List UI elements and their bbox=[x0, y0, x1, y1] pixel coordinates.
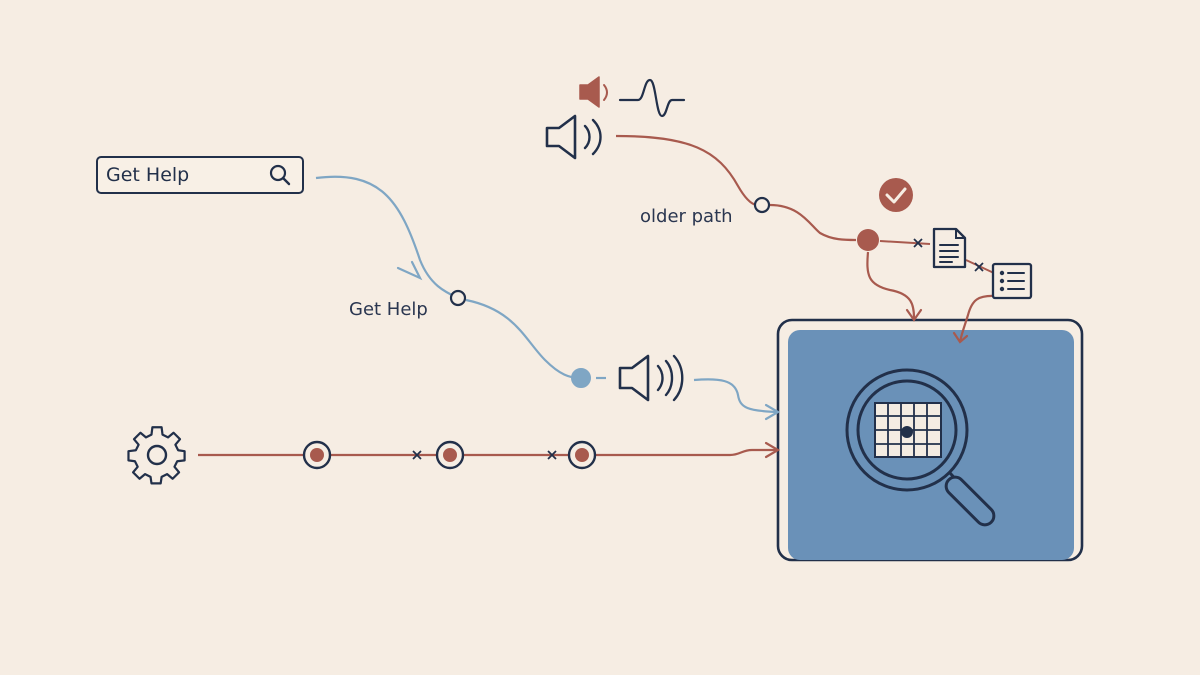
gear-path-node bbox=[567, 440, 597, 470]
older-path-label: older path bbox=[640, 206, 733, 227]
search-icon[interactable] bbox=[268, 163, 292, 187]
gear-icon[interactable] bbox=[127, 426, 186, 485]
help-path-label: Get Help bbox=[349, 299, 428, 320]
list-icon[interactable] bbox=[991, 262, 1033, 300]
red-older-path bbox=[615, 134, 997, 344]
document-icon[interactable] bbox=[932, 227, 967, 269]
path-node-open bbox=[449, 289, 467, 307]
muted-speaker-icon bbox=[579, 76, 608, 108]
check-icon bbox=[879, 178, 913, 212]
gear-path-node bbox=[302, 440, 332, 470]
older-path-node-red bbox=[857, 229, 879, 251]
blue-help-path bbox=[315, 175, 781, 421]
gear-path-node bbox=[435, 440, 465, 470]
older-path-node-open bbox=[753, 196, 771, 214]
path-node-blue bbox=[571, 368, 591, 388]
magnifier-grid-icon bbox=[845, 368, 996, 527]
speaker-icon[interactable] bbox=[545, 114, 602, 160]
red-gear-path bbox=[198, 441, 781, 460]
search-input[interactable]: Get Help bbox=[96, 156, 304, 194]
search-input-value: Get Help bbox=[106, 164, 190, 186]
waveform-icon bbox=[618, 78, 686, 118]
speaker-icon[interactable] bbox=[618, 354, 684, 402]
